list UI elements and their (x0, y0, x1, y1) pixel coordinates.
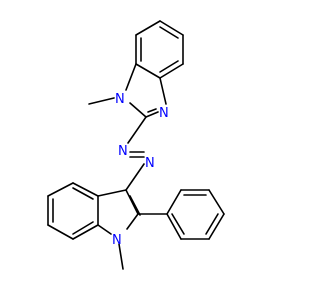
bond (159, 20, 184, 36)
bond (208, 189, 225, 215)
atom-label-n-indole: N (112, 233, 122, 248)
bond (72, 182, 99, 197)
bond (129, 102, 147, 118)
bond-double-inner (171, 213, 185, 235)
atom-label-n-benzimidazole-methyl: N (115, 92, 125, 107)
benzimidazole-imidazole-ring (88, 63, 167, 118)
bond (47, 182, 74, 197)
bond (159, 63, 184, 79)
bond (127, 116, 147, 144)
atom-label-n-azo-upper: N (118, 144, 128, 159)
bond (126, 213, 139, 230)
benzimidazole-benzene-ring (135, 20, 184, 79)
bond-double-inner (72, 187, 94, 200)
bond-double-inner (72, 221, 94, 235)
bond-double-inner (129, 195, 141, 216)
bond (47, 224, 74, 240)
bond-double-inner (159, 26, 179, 39)
bond-double-inner (205, 213, 219, 235)
bond (208, 213, 225, 240)
bond (125, 63, 137, 91)
azo-linkage (125, 116, 147, 191)
atom-labels: N N N N N (112, 92, 169, 248)
molecule-diagram: N N N N N (47, 20, 225, 270)
bond (135, 20, 161, 36)
bond (97, 224, 112, 235)
bond-double-inner (159, 60, 179, 73)
bond-methyl (88, 97, 115, 105)
bond-methyl (118, 243, 124, 270)
bond (125, 189, 139, 215)
structure-canvas: N N N N N (47, 20, 225, 270)
bond (166, 189, 182, 215)
bond (145, 111, 159, 118)
bond (72, 224, 99, 240)
bond (159, 77, 167, 105)
bond (135, 63, 161, 79)
bond (147, 108, 157, 113)
phenyl-ring (137, 189, 225, 240)
bond (97, 189, 127, 197)
indole-pyrrole-ring (97, 189, 141, 270)
atom-label-n-benzimidazole-ring: N (159, 106, 169, 121)
bond (166, 213, 182, 240)
indole-benzene-ring (47, 182, 99, 240)
bond (125, 163, 145, 191)
atom-label-n-azo-lower: N (145, 156, 155, 171)
